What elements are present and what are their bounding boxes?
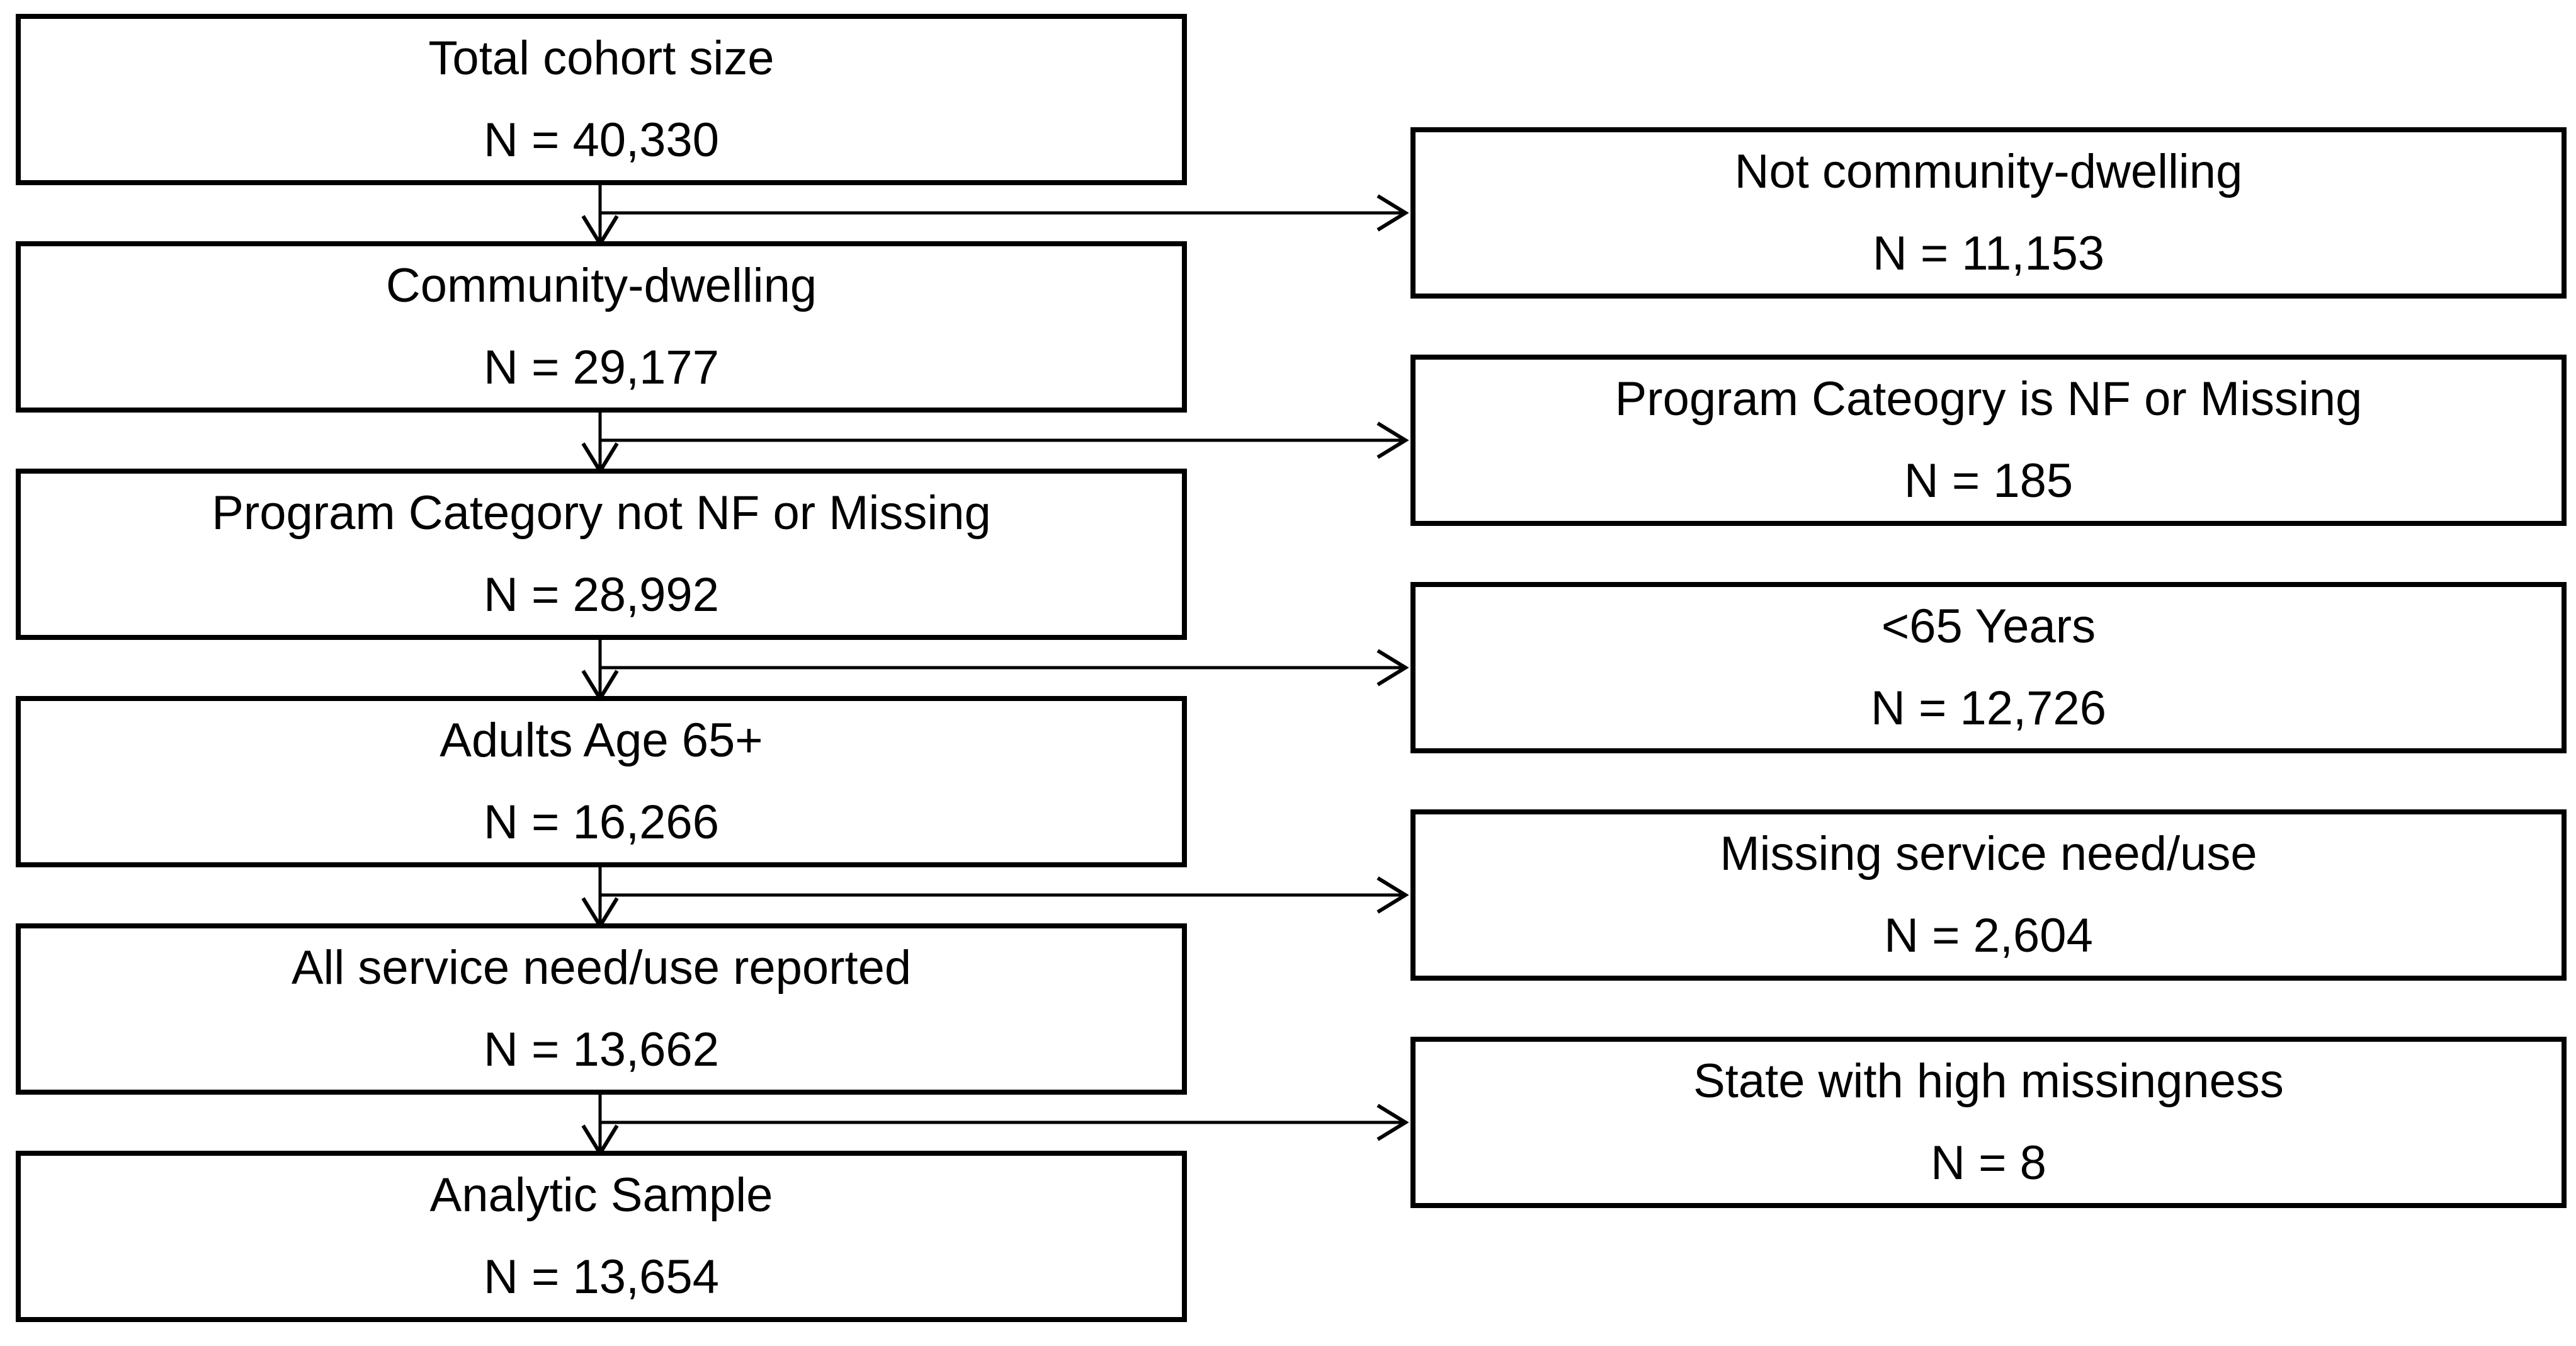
box-count: N = 13,662	[484, 1023, 719, 1076]
box-count: N = 11,153	[1872, 227, 2105, 280]
box-count: N = 185	[1904, 454, 2074, 508]
exclusion-box-under-65: <65 Years N = 12,726	[1410, 582, 2567, 753]
flow-box-adults-65plus: Adults Age 65+ N = 16,266	[16, 696, 1187, 867]
box-count: N = 2,604	[1884, 909, 2093, 962]
box-label: Not community-dwelling	[1734, 145, 2243, 198]
box-count: N = 40,330	[484, 113, 719, 167]
flow-box-community-dwelling: Community-dwelling N = 29,177	[16, 241, 1187, 413]
box-label: Community-dwelling	[385, 259, 817, 312]
box-count: N = 12,726	[1871, 682, 2106, 735]
flow-box-analytic-sample: Analytic Sample N = 13,654	[16, 1151, 1187, 1322]
box-label: Program Cateogry is NF or Missing	[1614, 372, 2363, 426]
box-label: Adults Age 65+	[440, 714, 763, 767]
box-count: N = 8	[1931, 1136, 2046, 1190]
exclusion-box-program-category-nf-missing: Program Cateogry is NF or Missing N = 18…	[1410, 355, 2567, 526]
box-label: State with high missingness	[1693, 1054, 2284, 1108]
exclusion-box-high-missingness-state: State with high missingness N = 8	[1410, 1037, 2567, 1208]
exclusion-box-not-community-dwelling: Not community-dwelling N = 11,153	[1410, 127, 2567, 299]
box-label: Analytic Sample	[429, 1168, 773, 1222]
box-count: N = 16,266	[484, 796, 719, 849]
flow-box-total-cohort: Total cohort size N = 40,330	[16, 14, 1187, 185]
flow-box-service-reported: All service need/use reported N = 13,662	[16, 923, 1187, 1095]
exclusion-box-missing-service: Missing service need/use N = 2,604	[1410, 809, 2567, 981]
box-label: <65 Years	[1881, 600, 2096, 653]
box-label: All service need/use reported	[291, 941, 912, 995]
box-count: N = 28,992	[484, 568, 719, 622]
flow-box-program-category-kept: Program Category not NF or Missing N = 2…	[16, 469, 1187, 640]
box-label: Total cohort size	[428, 31, 775, 85]
box-label: Missing service need/use	[1720, 827, 2257, 881]
box-count: N = 29,177	[484, 341, 719, 394]
box-label: Program Category not NF or Missing	[212, 486, 991, 540]
box-count: N = 13,654	[484, 1250, 719, 1304]
